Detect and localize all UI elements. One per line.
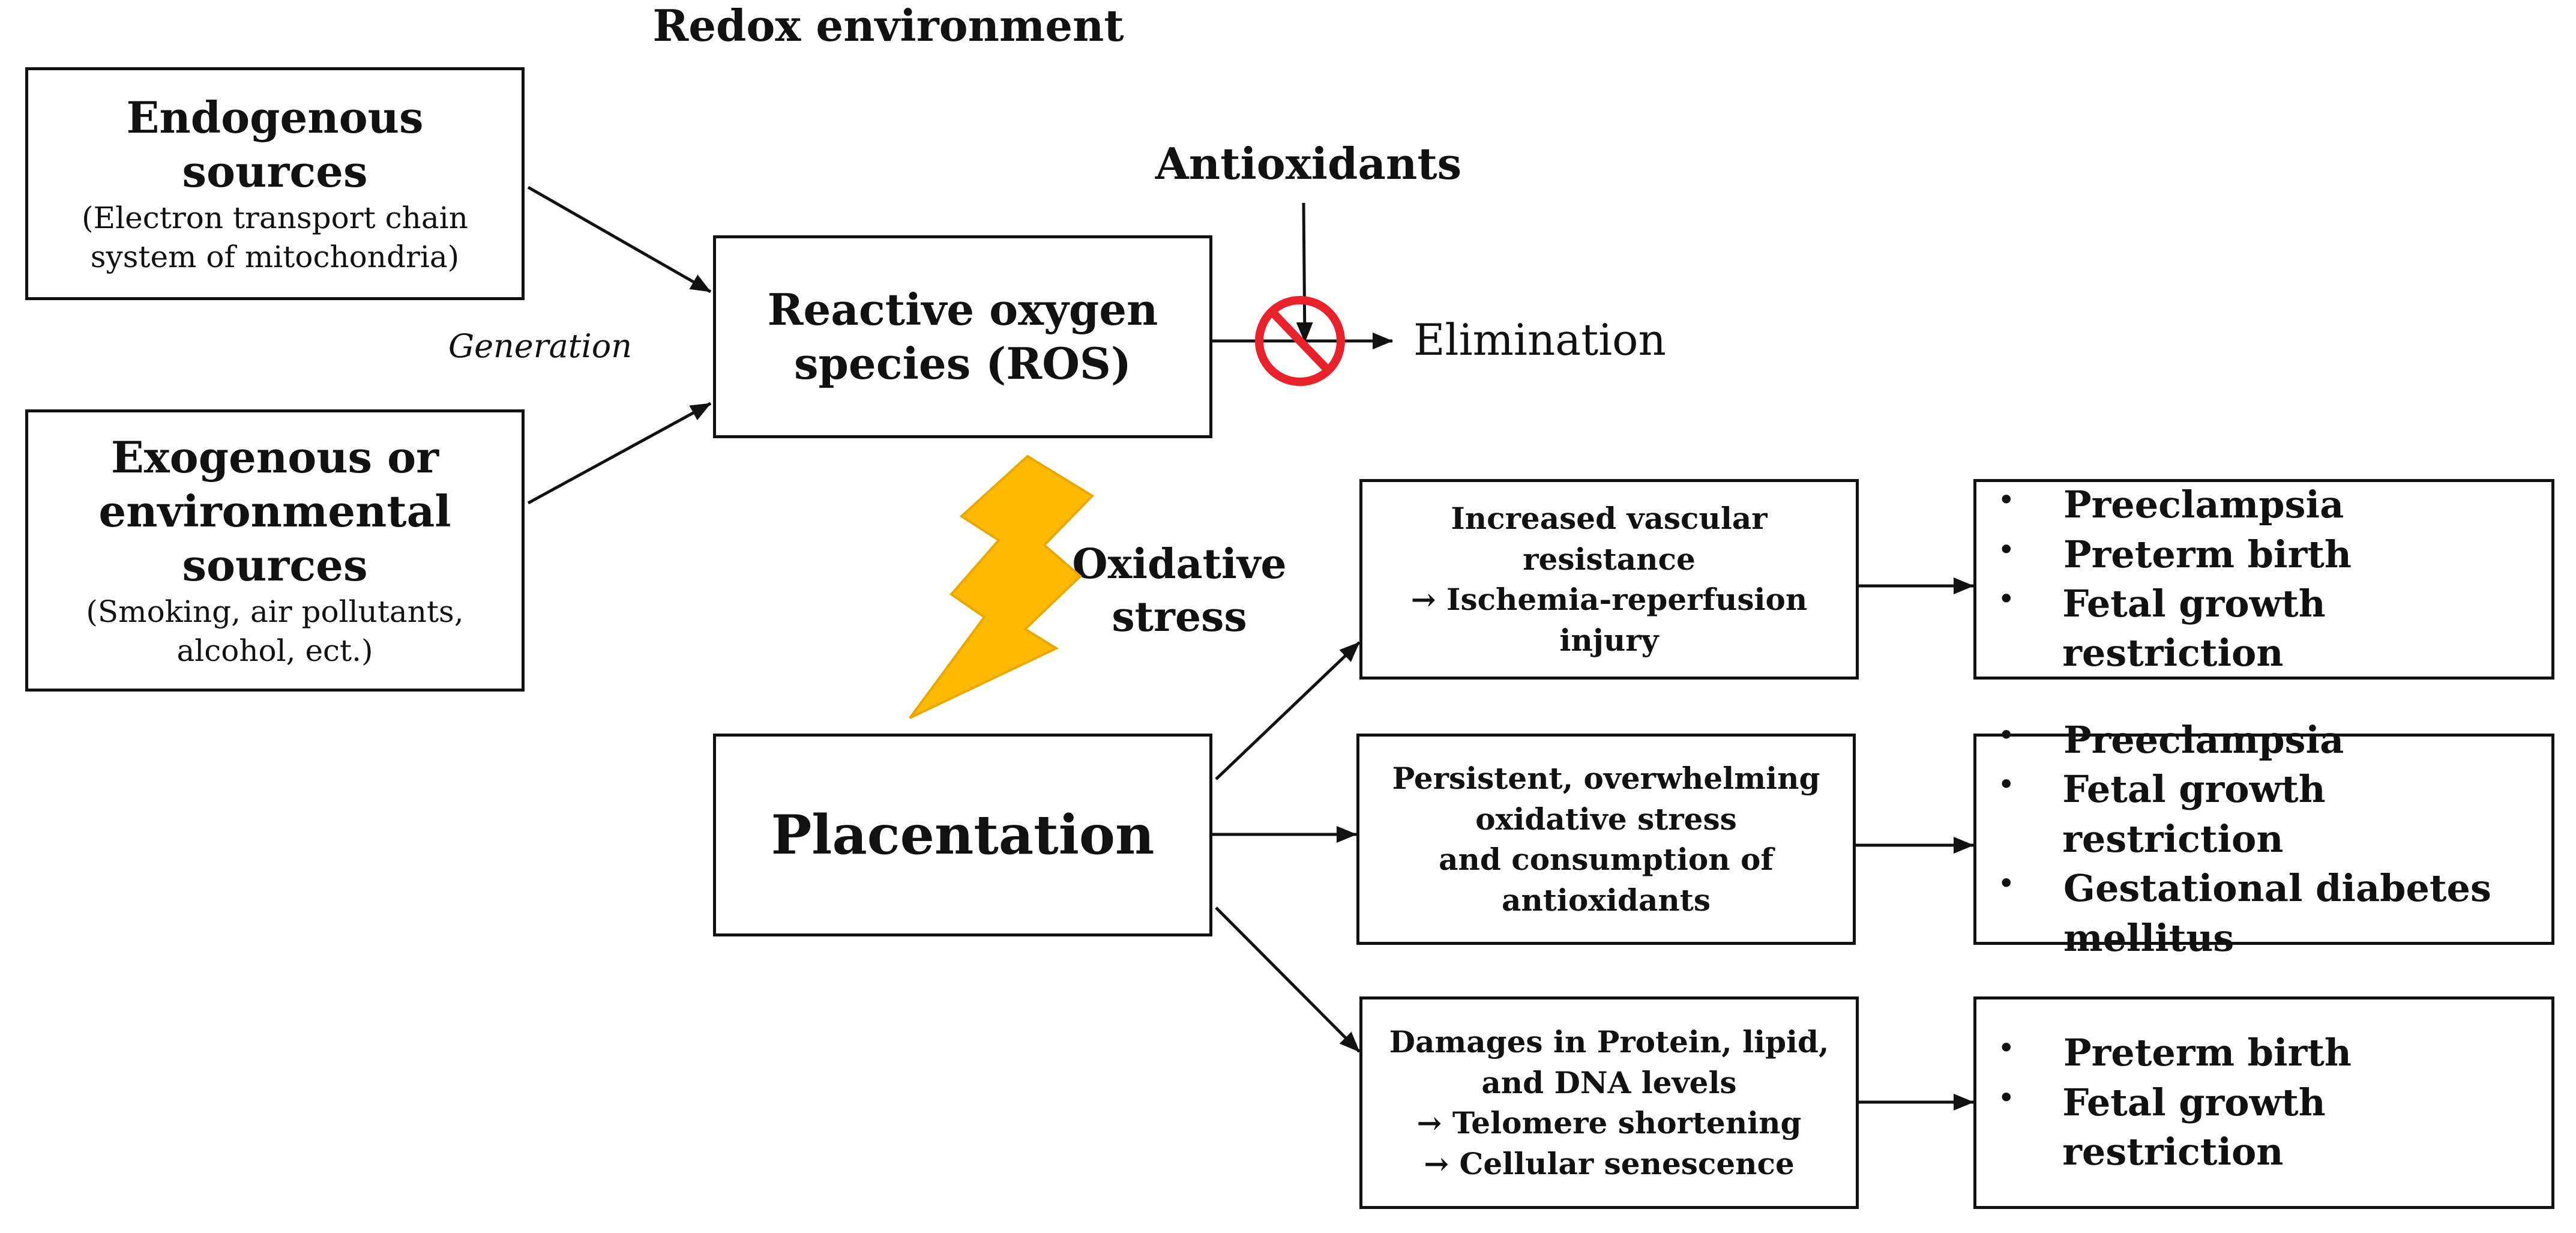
- placentation-label: Placentation: [771, 803, 1155, 867]
- outcome-text: Preeclampsia: [2063, 483, 2344, 527]
- exogenous-sources-title-3: sources: [182, 540, 368, 591]
- bullet: •: [1997, 866, 2015, 902]
- outcome-item: • Preterm birth: [1997, 1028, 2352, 1078]
- mechanism-line: and consumption of: [1439, 842, 1774, 877]
- prohibit-icon: [1255, 296, 1345, 386]
- bullet: •: [1997, 767, 2015, 803]
- outcome-item: • Fetal growth restriction: [1997, 1078, 2551, 1177]
- ros-box: Reactive oxygen species (ROS): [713, 235, 1212, 438]
- outcome-item: • Preeclampsia: [1997, 480, 2344, 529]
- exogenous-sources-title-2: environmental: [98, 486, 451, 537]
- arrow-placentation-to-vascular: [1215, 641, 1361, 780]
- outcome-item: • Fetal growth restriction: [1997, 765, 2551, 864]
- outcome-item: • Preeclampsia: [1997, 716, 2344, 765]
- oxidative-stress-line-2: stress: [1112, 593, 1247, 642]
- exogenous-sources-detail-1: (Smoking, air pollutants,: [86, 594, 464, 629]
- outcome-text: Preterm birth: [2063, 532, 2352, 576]
- outcome-text-line-1: Gestational diabetes: [2063, 866, 2491, 911]
- mechanism-line: Persistent, overwhelming: [1392, 761, 1820, 796]
- outcome-box-3: • Preterm birth • Fetal growth restriction: [1973, 996, 2554, 1209]
- outcome-text: Preeclampsia: [2063, 717, 2344, 762]
- mechanism-line: and DNA levels: [1481, 1064, 1737, 1100]
- exogenous-sources-box: Exogenous or environmental sources (Smok…: [25, 409, 525, 692]
- outcome-text: Preterm birth: [2063, 1031, 2352, 1075]
- ros-line-1: Reactive oxygen: [767, 284, 1158, 335]
- mechanism-line: injury: [1559, 622, 1659, 658]
- endogenous-sources-detail-1: (Electron transport chain: [82, 200, 468, 235]
- mechanism-line: Damages in Protein, lipid,: [1389, 1024, 1829, 1060]
- placentation-box: Placentation: [713, 734, 1212, 936]
- outcome-text: Fetal growth restriction: [2062, 582, 2326, 675]
- arrow-endogenous-to-ros: [527, 185, 712, 294]
- mechanism-box-damage: Damages in Protein, lipid, and DNA level…: [1359, 996, 1859, 1209]
- mechanism-line: oxidative stress: [1475, 801, 1737, 837]
- exogenous-sources-title-1: Exogenous or: [110, 432, 439, 483]
- bullet: •: [1997, 1080, 2015, 1115]
- outcome-text: Fetal growth restriction: [2062, 1080, 2326, 1174]
- mechanism-line: → Cellular senescence: [1424, 1145, 1795, 1181]
- arrow-exogenous-to-ros: [527, 402, 712, 505]
- outcome-box-1: • Preeclampsia • Preterm birth • Fetal grow…: [1973, 479, 2554, 680]
- ros-line-2: species (ROS): [794, 338, 1131, 389]
- mechanism-box-oxidative: Persistent, overwhelming oxidative stres…: [1356, 734, 1856, 945]
- mechanism-line: → Telomere shortening: [1416, 1105, 1802, 1141]
- elimination-label: Elimination: [1413, 315, 1666, 365]
- outcome-text: Fetal growth restriction: [2062, 767, 2326, 861]
- outcome-box-2: •Preeclampsia •Fetal growth restriction …: [1973, 718, 2554, 960]
- bullet: •: [1997, 483, 2015, 518]
- bullet: •: [1997, 582, 2015, 616]
- mechanism-line: resistance: [1523, 541, 1696, 577]
- arrow-placentation-to-damage: [1215, 906, 1361, 1053]
- bullet: •: [1997, 1031, 2015, 1066]
- arrow-antioxidants-down: [1296, 202, 1313, 343]
- endogenous-sources-title: Endogenous sources: [126, 92, 424, 197]
- oxidative-stress-line-1: Oxidative: [1072, 540, 1287, 588]
- exogenous-sources-detail-2: alcohol, ect.): [176, 633, 373, 668]
- bullet: •: [1997, 717, 2015, 753]
- outcome-item: • Fetal growth restriction: [1997, 579, 2551, 678]
- diagram-title: Redox environment: [652, 0, 1124, 51]
- mechanism-box-vascular: Increased vascular resistance → Ischemia…: [1359, 479, 1859, 680]
- antioxidants-label: Antioxidants: [1155, 138, 1462, 189]
- lightning-icon: [909, 454, 1095, 719]
- mechanism-line: antioxidants: [1502, 882, 1711, 918]
- bullet: •: [1997, 532, 2015, 567]
- endogenous-sources-box: Endogenous sources (Electron transport c…: [25, 67, 525, 300]
- mechanism-line: → Ischemia-reperfusion: [1410, 582, 1808, 617]
- oxidative-stress-label: Oxidative stress: [1062, 538, 1296, 644]
- endogenous-sources-detail-2: system of mitochondria): [90, 240, 460, 274]
- mechanism-line: Increased vascular: [1451, 501, 1768, 536]
- generation-label: Generation: [448, 327, 633, 365]
- outcome-item: • Preterm birth: [1997, 530, 2352, 579]
- outcome-text-line-2: mellitus: [2063, 915, 2234, 960]
